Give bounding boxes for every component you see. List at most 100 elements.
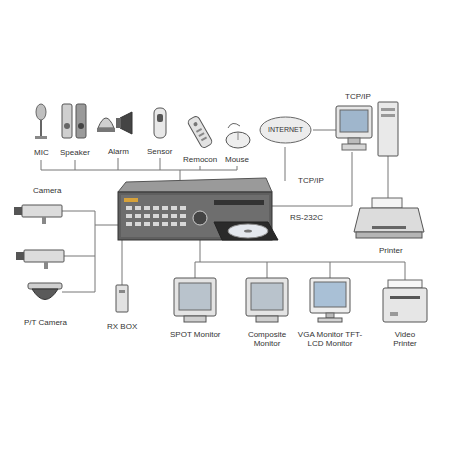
dvr-unit-part — [214, 222, 278, 240]
box-camera-icon — [14, 205, 64, 269]
vga-monitor-icon-part — [310, 278, 350, 313]
dvr-unit-part — [121, 195, 269, 237]
dvr-unit-part — [124, 198, 138, 202]
remote-control-icon-part — [196, 128, 202, 133]
sensor-icon — [154, 108, 166, 138]
dvr-unit-part — [118, 178, 272, 192]
rx-box-icon-part — [119, 290, 125, 293]
dvr-unit-part-part — [171, 206, 177, 210]
device-label: SPOT Monitor — [169, 330, 222, 339]
vga-monitor-icon-part — [326, 313, 334, 318]
pc-icon-part — [378, 102, 398, 156]
speaker-icon-part — [78, 123, 84, 129]
dvr-unit-part-part — [126, 222, 132, 226]
sensor-icon-part — [157, 114, 163, 122]
mic-icon-part — [36, 104, 46, 120]
pc-icon-part — [348, 138, 360, 144]
dvr-unit-part-part — [162, 214, 168, 218]
dvr-unit-part-part — [180, 222, 186, 226]
device-label: Remocon — [182, 155, 218, 164]
dvr-unit-part — [214, 200, 264, 205]
mouse-icon — [226, 123, 250, 148]
remote-control-icon — [187, 115, 213, 149]
pc-icon-part — [381, 108, 395, 111]
dvr-unit-part — [126, 206, 186, 226]
mouse-icon-part — [238, 132, 239, 140]
alarm-icon-part — [120, 112, 132, 134]
device-label: MIC — [33, 148, 50, 157]
device-label: Camera — [32, 186, 62, 195]
vga-monitor-icon — [310, 278, 350, 322]
video-printer-icon-part — [388, 280, 422, 288]
video-printer-icon-part — [390, 296, 420, 299]
speaker-icon-part — [62, 104, 72, 138]
wire — [41, 130, 405, 292]
dvr-unit-part — [193, 211, 207, 225]
dvr-unit-part-part — [126, 214, 132, 218]
device-label: Sensor — [146, 147, 173, 156]
video-printer-icon-part — [383, 288, 427, 322]
dvr-unit-part-part — [135, 214, 141, 218]
dvr-unit-part-part — [144, 214, 150, 218]
crt-monitor-icon-part — [246, 278, 288, 316]
sensor-icon-part — [154, 108, 166, 138]
pc-icon-part — [336, 106, 372, 138]
device-label: RS-232C — [289, 213, 324, 222]
dome-camera-icon-part — [28, 283, 62, 289]
mouse-icon-part — [226, 132, 250, 148]
device-label: Printer — [378, 246, 404, 255]
mic-icon-part — [40, 120, 42, 136]
wire-part — [122, 240, 123, 285]
dvr-unit-part-part — [135, 222, 141, 226]
dvr-unit-part-part — [126, 206, 132, 210]
wire-part — [62, 211, 118, 292]
dvr-unit-part-part — [144, 206, 150, 210]
dvr-unit-part-part — [180, 214, 186, 218]
wire-part — [285, 147, 286, 181]
crt-monitor-icon-part — [256, 316, 278, 322]
device-label: RX BOX — [106, 322, 138, 331]
pc-icon-part — [342, 144, 366, 150]
device-label: Speaker — [59, 148, 91, 157]
device-label: Video Printer — [384, 330, 426, 348]
dvr-unit-part — [118, 192, 272, 240]
crt-monitor-icon — [174, 278, 288, 322]
dvr-unit-part-part — [162, 222, 168, 226]
box-camera-icon-part — [22, 205, 62, 217]
device-label: Mouse — [224, 155, 250, 164]
remote-control-icon-part — [198, 132, 204, 137]
box-camera-icon-part — [16, 252, 24, 260]
vga-monitor-icon-part — [318, 318, 342, 322]
mic-icon — [35, 104, 47, 139]
wire-part — [195, 240, 405, 280]
dvr-unit-part-part — [171, 222, 177, 226]
printer-icon-part — [354, 208, 424, 232]
video-printer-icon-part — [390, 312, 398, 316]
box-camera-icon-part — [14, 207, 22, 215]
dvr-unit-part-part — [180, 206, 186, 210]
device-label: Composite Monitor — [244, 330, 290, 348]
wire-part — [313, 130, 336, 131]
box-camera-icon-part — [44, 262, 48, 269]
alarm-icon-part — [116, 118, 121, 128]
device-label: Alarm — [107, 147, 130, 156]
ellipse-shape — [260, 117, 311, 143]
box-camera-icon-part — [42, 217, 46, 224]
device-label: TCP/IP — [344, 92, 372, 101]
rx-box-icon — [116, 285, 128, 312]
video-printer-icon — [383, 280, 427, 322]
remote-control-icon-part — [201, 137, 207, 142]
network-ellipse: INTERNET — [259, 116, 312, 144]
dvr-unit-part-part — [171, 214, 177, 218]
dome-camera-icon-part — [32, 289, 58, 300]
wire-part — [388, 156, 389, 198]
pc-icon-part — [340, 110, 368, 132]
printer-icon — [354, 198, 424, 238]
dvr-unit-part-part — [153, 206, 159, 210]
alarm-icon-part — [97, 128, 115, 132]
pc-icon-part — [381, 114, 395, 117]
node-text: INTERNET — [259, 126, 312, 134]
dvr-unit-part — [228, 224, 268, 238]
